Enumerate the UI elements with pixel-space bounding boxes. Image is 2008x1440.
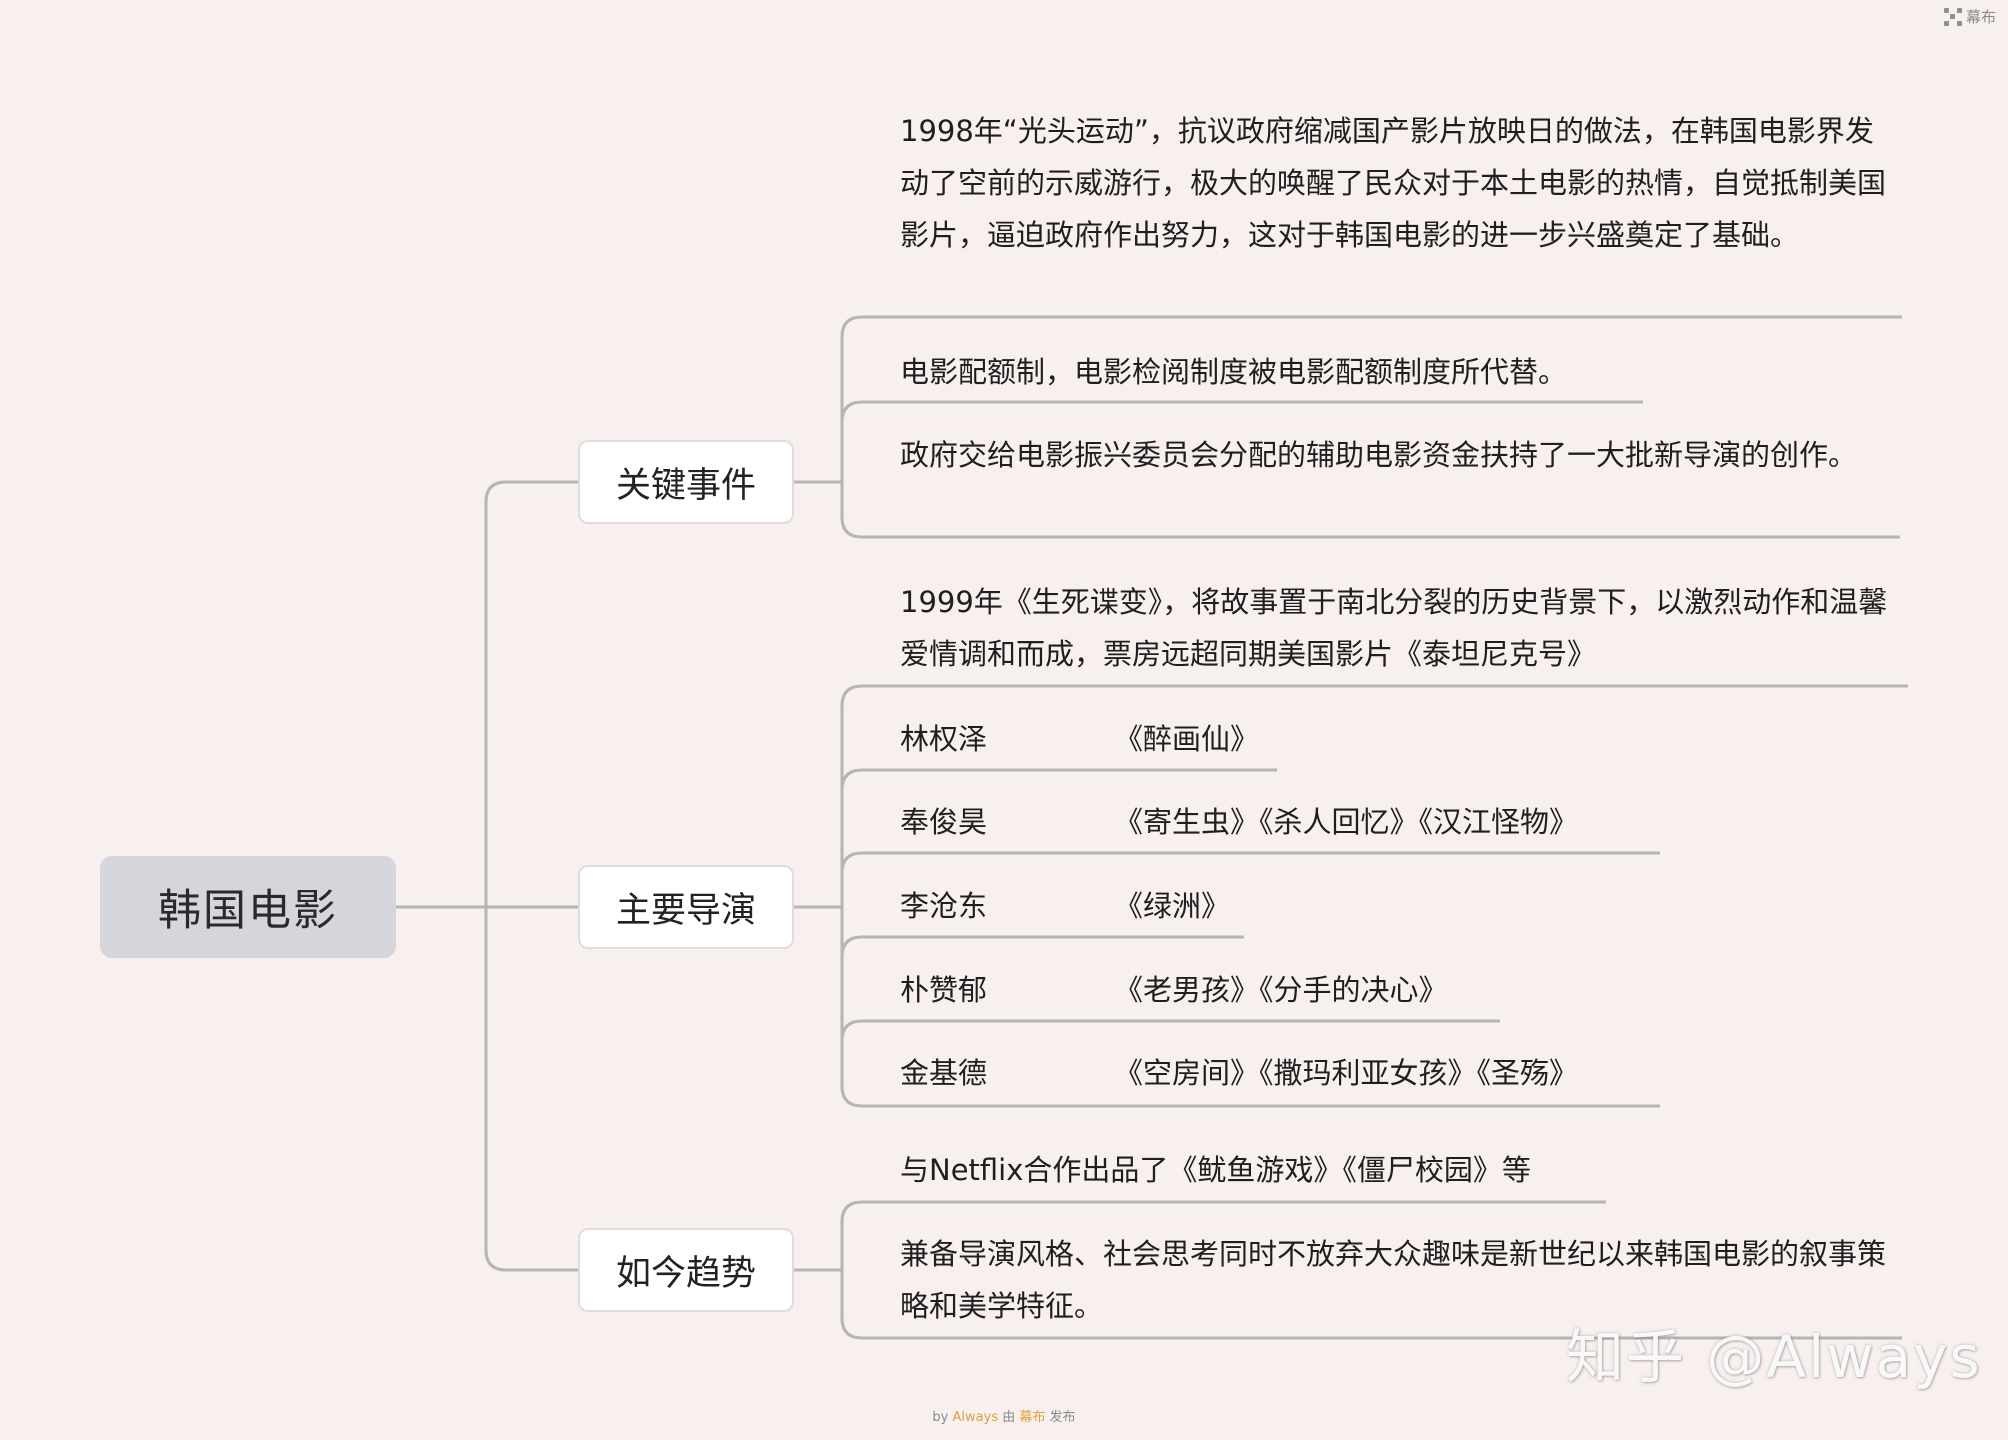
leaf-directors-intro[interactable]: 1999年《生死谍变》，将故事置于南北分裂的历史背景下，以激烈动作和温馨爱情调和… bbox=[900, 585, 1888, 671]
director-films: 《老男孩》《分手的决心》 bbox=[1114, 973, 1448, 1007]
branch-node-trends[interactable]: 如今趋势 bbox=[578, 1228, 794, 1312]
watermark: 知乎 @Always bbox=[1566, 1323, 1982, 1391]
director-films: 《绿洲》 bbox=[1114, 889, 1231, 923]
director-films: 《空房间》《撒玛利亚女孩》《圣殇》 bbox=[1114, 1056, 1579, 1090]
director-films: 《醉画仙》 bbox=[1114, 722, 1260, 756]
footer-by: by bbox=[932, 1410, 949, 1425]
footer-credit: by Always 由 幕布 发布 bbox=[0, 1406, 2008, 1425]
director-films: 《寄生虫》《杀人回忆》《汉江怪物》 bbox=[1114, 805, 1579, 839]
footer-action: 发布 bbox=[1049, 1410, 1076, 1425]
footer-brand[interactable]: 幕布 bbox=[1019, 1410, 1046, 1425]
footer-author[interactable]: Always bbox=[952, 1410, 999, 1425]
director-name: 朴赞郁 bbox=[900, 973, 988, 1007]
brand-logo: 幕布 bbox=[1943, 6, 1996, 27]
leaf-event-3[interactable]: 政府交给电影振兴委员会分配的辅助电影资金扶持了一大批新导演的创作。 bbox=[900, 438, 1858, 472]
branch-node-directors[interactable]: 主要导演 bbox=[578, 865, 794, 949]
director-name: 林权泽 bbox=[900, 722, 988, 756]
leaf-event-1[interactable]: 1998年“光头运动”，抗议政府缩减国产影片放映日的做法，在韩国电影界发动了空前… bbox=[900, 114, 1887, 252]
leaf-event-2[interactable]: 电影配额制，电影检阅制度被电影配额制度所代替。 bbox=[900, 355, 1568, 389]
director-name: 李沧东 bbox=[900, 889, 988, 923]
director-name: 奉俊昊 bbox=[900, 805, 988, 839]
footer-via: 由 bbox=[1002, 1410, 1016, 1425]
branch-node-events[interactable]: 关键事件 bbox=[578, 440, 794, 524]
director-name: 金基德 bbox=[900, 1056, 988, 1090]
brand-name: 幕布 bbox=[1965, 8, 1996, 26]
leaf-trend-1[interactable]: 与Netflix合作出品了《鱿鱼游戏》《僵尸校园》等 bbox=[900, 1153, 1531, 1187]
mubu-logo-icon bbox=[1943, 7, 1962, 26]
leaf-trend-2[interactable]: 兼备导演风格、社会思考同时不放弃大众趣味是新世纪以来韩国电影的叙事策略和美学特征… bbox=[900, 1237, 1887, 1323]
root-node[interactable]: 韩国电影 bbox=[100, 856, 396, 958]
